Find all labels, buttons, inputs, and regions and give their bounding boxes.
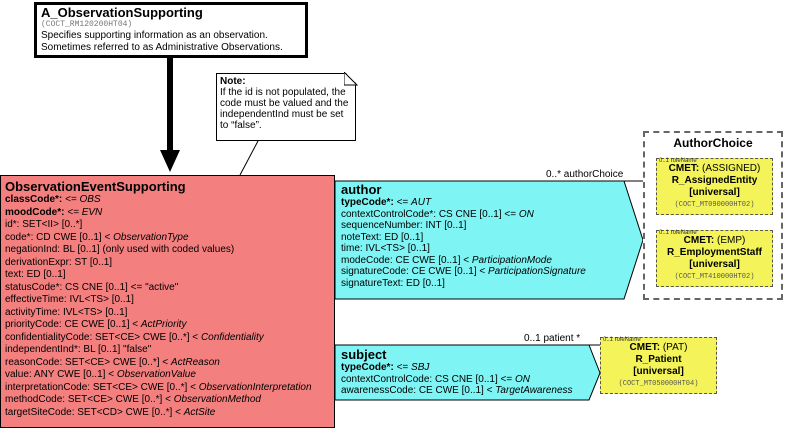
attr-effective-time: effectiveTime: IVL<TS> [0..1] <box>5 294 134 305</box>
author-sequence-number: sequenceNumber: INT [0..1] <box>341 220 467 231</box>
attr-confidentiality-code: confidentialityCode: SET<CE> CWE [0..*] … <box>5 331 264 343</box>
attr-value: value: ANY CWE [0..1] < ObservationValue <box>5 369 196 380</box>
note-line: independentInd must be set <box>220 109 344 120</box>
entry-description-line: Specifies supporting information as an o… <box>41 30 268 41</box>
attr-code: code*: CD CWE [0..1] < ObservationType <box>5 231 189 243</box>
author-type-code: typeCode*: <= AUT <box>341 197 432 208</box>
attr-reason-code: reasonCode: SET<CE> CWE [0..*] < ActReas… <box>5 356 220 368</box>
cmet-header: CMET: (PAT) <box>629 342 688 353</box>
attr-interpretation-code: interpretationCode: SET<CE> CWE [0..*] <… <box>5 381 312 393</box>
author-note-text: noteText: ED [0..1] <box>341 231 424 243</box>
entry-description-line: Sometimes referred to as Administrative … <box>41 42 283 53</box>
attr-negation-ind: negationInd: BL [0..1] (only used with c… <box>5 244 235 255</box>
note-heading: Note: <box>220 76 246 87</box>
author-choice-title: AuthorChoice <box>673 136 753 150</box>
cmet-flavor: [universal] <box>633 366 684 377</box>
cmet-employment-staff: 0..1 roleName CMET: (EMP) R_EmploymentSt… <box>656 230 773 287</box>
note-connector <box>239 140 259 176</box>
subject-context-control-code: contextControlCode: CS CNE [0..1] <= ON <box>341 373 530 385</box>
attr-text: text: ED [0..1] <box>5 269 66 280</box>
entry-id: (COCT_RM120200HT04) <box>41 20 133 29</box>
patient-multiplicity: 0..1 patient * <box>524 333 581 344</box>
note-fold-icon <box>344 72 358 86</box>
note-box: Note: If the id is not populated, the co… <box>216 73 356 141</box>
cmet-id: (COCT_MT050000HT04) <box>618 380 699 388</box>
cmet-header: CMET: (EMP) <box>683 235 746 246</box>
note-line: code must be valued and the <box>220 98 349 109</box>
attr-independent-ind: independentInd*: BL [0..1] "false" <box>5 344 152 355</box>
attr-status-code: statusCode*: CS CNE [0..1] <= "active" <box>5 281 179 293</box>
subject-association: subject typeCode*: <= SBJ contextControl… <box>341 348 573 397</box>
attr-derivation-expr: derivationExpr: ST [0..1] <box>5 256 113 268</box>
cmet-name: R_EmploymentStaff <box>666 247 762 258</box>
cmet-name: R_AssignedEntity <box>671 175 758 186</box>
author-context-control-code: contextControlCode*: CS CNE [0..1] <= ON <box>341 208 534 220</box>
cmet-patient: 0..1 roleName CMET: (PAT) R_Patient [uni… <box>600 337 717 394</box>
cmet-header: CMET: (ASSIGNED) <box>668 163 761 174</box>
subject-awareness-code: awarenessCode: CE CWE [0..1] < TargetAwa… <box>341 385 573 396</box>
author-choice-multiplicity: 0..* authorChoice <box>546 169 624 180</box>
class-title: ObservationEventSupporting <box>5 179 186 194</box>
subject-title: subject <box>341 347 387 362</box>
author-mode-code: modeCode: CE CWE [0..1] < ParticipationM… <box>341 254 552 266</box>
cmet-assigned-entity: 0..1 roleName CMET: (ASSIGNED) R_Assigne… <box>656 158 773 215</box>
entry-arrow-head <box>160 150 180 172</box>
attr-activity-time: activityTime: IVL<TS> [0..1] <box>5 306 128 318</box>
subject-type-code: typeCode*: <= SBJ <box>341 362 430 373</box>
cmet-role-name: 0..1 roleName <box>659 158 697 164</box>
attr-mood-code: moodCode*: <= EVN <box>5 206 103 218</box>
cmet-role-name: 0..1 roleName <box>659 230 697 236</box>
note-line: If the id is not populated, the <box>220 87 346 98</box>
note-line: to “false”. <box>220 120 262 131</box>
cmet-flavor: [universal] <box>689 187 740 198</box>
author-association: author typeCode*: <= AUT contextControlC… <box>341 183 586 289</box>
observation-event-supporting-class: ObservationEventSupporting classCode*: <… <box>0 175 335 428</box>
cmet-flavor: [universal] <box>689 259 740 270</box>
author-title: author <box>341 182 382 197</box>
cmet-id: (COCT_MT090000HT02) <box>674 201 755 209</box>
entry-point-box: A_ObservationSupporting (COCT_RM120200HT… <box>34 2 308 58</box>
attr-class-code: classCode*: <= OBS <box>5 194 101 205</box>
cmet-role-name: 0..1 roleName <box>603 337 641 343</box>
attr-method-code: methodCode: SET<CE> CWE [0..*] < Observa… <box>5 394 261 405</box>
cmet-name: R_Patient <box>635 354 682 365</box>
attr-target-site-code: targetSiteCode: SET<CD> CWE [0..*] < Act… <box>5 406 216 418</box>
attr-id: id*: SET<II> [0..*] <box>5 219 83 230</box>
author-signature-code: signatureCode: CE CWE [0..1] < Participa… <box>341 266 586 277</box>
author-time: time: IVL<TS> [0..1] <box>341 243 430 254</box>
entry-title: A_ObservationSupporting <box>41 5 203 20</box>
attr-priority-code: priorityCode: CE CWE [0..1] < ActPriorit… <box>5 319 187 330</box>
author-signature-text: signatureText: ED [0..1] <box>341 277 445 289</box>
cmet-id: (COCT_MT410000HT02) <box>674 273 755 281</box>
